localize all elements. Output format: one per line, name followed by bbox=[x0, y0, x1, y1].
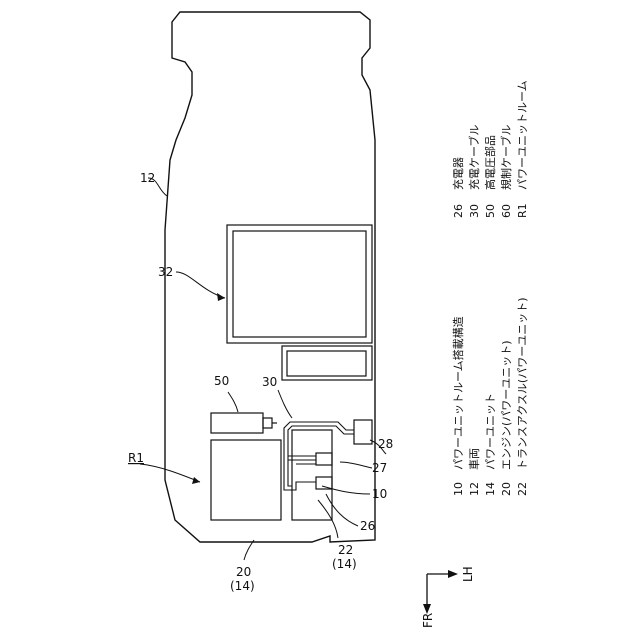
legend-text: エンジン(パワーユニット) bbox=[500, 340, 513, 470]
direction-arrows bbox=[427, 574, 452, 608]
label-30: 30 bbox=[262, 375, 277, 389]
charger-connector-27a bbox=[316, 453, 332, 465]
legend-text: パワーユニットルーム bbox=[516, 80, 529, 190]
label-20: 20 bbox=[236, 565, 251, 579]
charging-port-28 bbox=[354, 420, 372, 444]
label-lh: LH bbox=[461, 566, 475, 582]
legend-number: R1 bbox=[516, 203, 529, 218]
legend-number: 20 bbox=[500, 482, 513, 496]
legend-text: パワーユニット bbox=[484, 393, 497, 470]
label-20-sub: (14) bbox=[230, 579, 255, 593]
transaxle-22 bbox=[292, 430, 332, 520]
legend-number: 12 bbox=[468, 482, 481, 496]
label-26: 26 bbox=[360, 519, 375, 533]
label-22-sub: (14) bbox=[332, 557, 357, 571]
high-voltage-component-50 bbox=[211, 413, 263, 433]
label-28: 28 bbox=[378, 437, 393, 451]
legend-right: 26 充電器30 充電ケーブル50 高電圧部品60 規制ケーブルR1 パワーユニットルーム bbox=[451, 80, 529, 218]
legend-text: 充電ケーブル bbox=[467, 125, 481, 190]
component-50-connector bbox=[263, 418, 272, 428]
engine-20 bbox=[211, 440, 281, 520]
legend-left: 10 パワーユニットルーム搭載構造12 車両14 パワーユニット20 エンジン(パワーユ… bbox=[451, 298, 529, 496]
label-50: 50 bbox=[214, 374, 229, 388]
legend-number: 30 bbox=[468, 204, 481, 218]
component-32-sub-inner bbox=[287, 351, 366, 376]
legend-text: パワーユニットルーム搭載構造 bbox=[451, 316, 465, 470]
label-32: 32 bbox=[158, 265, 173, 279]
charger-connector-27b bbox=[316, 477, 332, 489]
legend-number: 22 bbox=[516, 482, 529, 496]
label-22: 22 bbox=[338, 543, 353, 557]
legend-text: トランスアクスル(パワーユニット) bbox=[516, 298, 529, 470]
legend-text: 充電器 bbox=[451, 157, 465, 190]
label-10: 10 bbox=[372, 487, 387, 501]
legend-text: 規制ケーブル bbox=[499, 125, 513, 190]
legend-text: 車両 bbox=[467, 448, 481, 470]
component-32-inner bbox=[233, 231, 366, 337]
fr-arrow-icon bbox=[423, 604, 431, 614]
label-12: 12 bbox=[140, 171, 155, 185]
label-27: 27 bbox=[372, 461, 387, 475]
leader-lines bbox=[140, 178, 386, 560]
legend-number: 14 bbox=[484, 482, 497, 496]
legend-number: 50 bbox=[484, 204, 497, 218]
legend-number: 10 bbox=[452, 482, 465, 496]
component-32-outer bbox=[227, 225, 372, 343]
label-fr: FR bbox=[421, 613, 435, 628]
legend-number: 60 bbox=[500, 204, 513, 218]
legend-text: 高電圧部品 bbox=[483, 135, 497, 190]
label-r1: R1 bbox=[128, 451, 144, 465]
legend-number: 26 bbox=[452, 204, 465, 218]
lh-arrow-icon bbox=[448, 570, 458, 578]
